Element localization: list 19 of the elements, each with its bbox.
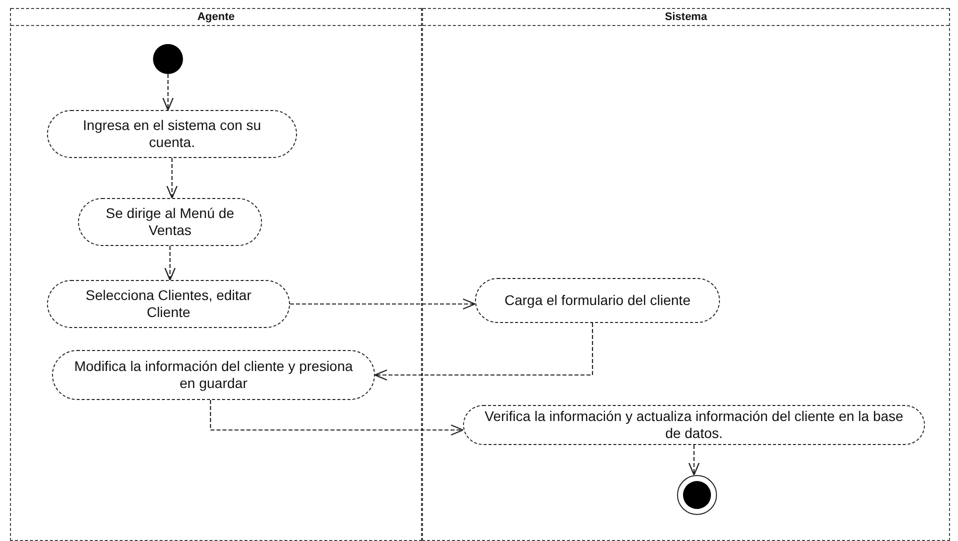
activity-label: Carga el formulario del cliente	[504, 292, 690, 309]
lane-header: Agente	[11, 8, 421, 26]
control-flow-arrow	[290, 298, 476, 310]
activity-label: Ingresa en el sistema con su cuenta.	[82, 117, 262, 151]
control-flow-arrow	[210, 400, 464, 436]
swimlane	[10, 8, 422, 541]
control-flow-arrow	[164, 246, 176, 281]
final-node	[677, 475, 717, 515]
activity-label: Selecciona Clientes, editar Cliente	[84, 287, 252, 321]
activity-label: Verifica la información y actualiza información del cliente en la base de datos.	[484, 408, 904, 442]
activity-label: Se dirige al Menú de Ventas	[104, 205, 236, 239]
swimlane	[422, 8, 950, 541]
activity-label: Modifica la información del cliente y presiona en guardar	[73, 358, 354, 392]
initial-node	[153, 44, 183, 74]
control-flow-arrow	[374, 323, 594, 381]
lane-header: Sistema	[423, 8, 949, 26]
control-flow-arrow	[166, 158, 178, 199]
control-flow-arrow	[162, 74, 174, 111]
control-flow-arrow	[688, 445, 700, 476]
